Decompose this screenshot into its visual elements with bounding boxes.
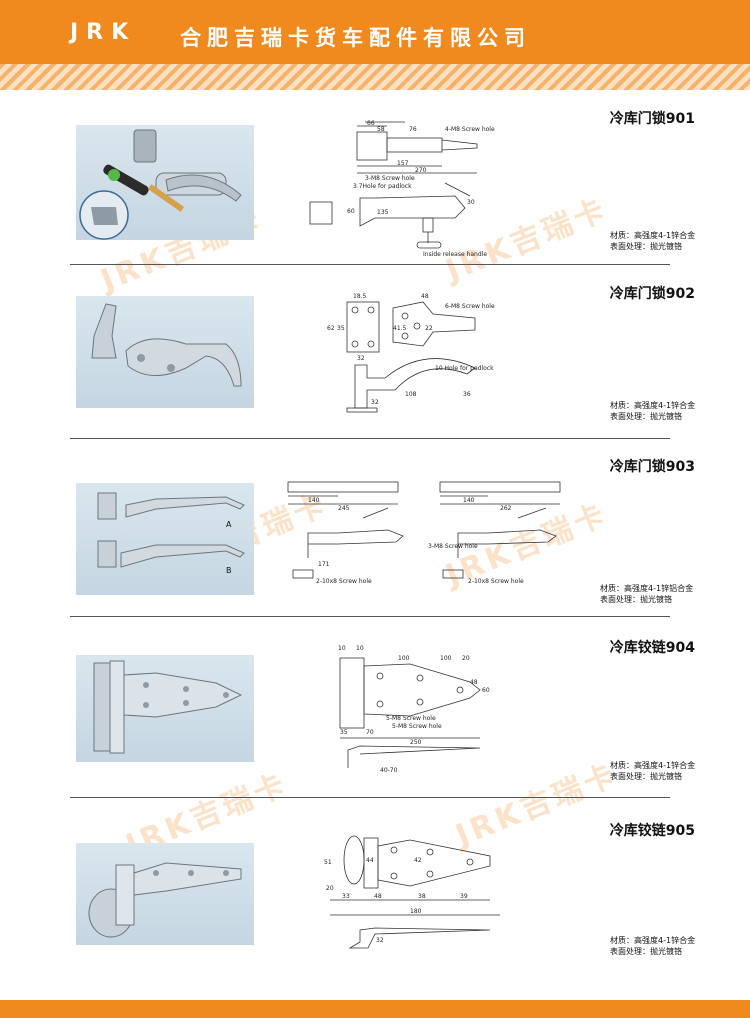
svg-text:30: 30 (467, 199, 475, 206)
svg-text:36: 36 (463, 391, 471, 398)
section-divider (70, 438, 670, 439)
finish-text: 表面处理：抛光镀铬 (610, 242, 682, 251)
svg-text:2-10x8 Screw hole: 2-10x8 Screw hole (316, 578, 372, 585)
svg-text:6-M8 Screw hole: 6-M8 Screw hole (445, 303, 495, 310)
technical-drawing: 51 44 42 20 33 48 38 39 180 32 (320, 830, 510, 960)
svg-text:250: 250 (410, 739, 422, 746)
svg-text:48: 48 (374, 893, 382, 900)
material-text: 材质：高强度4-1锌合金 (610, 936, 696, 945)
product-photo (76, 655, 254, 762)
svg-text:10 Hole for padlock: 10 Hole for padlock (435, 365, 494, 372)
svg-text:41.5: 41.5 (393, 325, 407, 332)
svg-text:18.5: 18.5 (353, 293, 367, 300)
svg-text:262: 262 (500, 505, 512, 512)
svg-text:157: 157 (397, 160, 409, 167)
svg-text:60: 60 (347, 208, 355, 215)
svg-text:20: 20 (326, 885, 334, 892)
svg-text:3.7Hole for padlock: 3.7Hole for padlock (353, 183, 412, 190)
svg-text:Inside release handle: Inside release handle (423, 251, 487, 258)
svg-text:10: 10 (356, 645, 364, 652)
svg-text:35: 35 (340, 729, 348, 736)
svg-text:38: 38 (418, 893, 426, 900)
variant-label-a: A (226, 520, 232, 529)
svg-text:171: 171 (318, 561, 330, 568)
product-photo (76, 843, 254, 945)
svg-text:108: 108 (405, 391, 417, 398)
page-footer (0, 1000, 750, 1018)
svg-text:140: 140 (463, 497, 475, 504)
product-photo (76, 125, 254, 240)
svg-text:245: 245 (338, 505, 350, 512)
section-divider (70, 797, 670, 798)
svg-text:3-M8 Screw hole: 3-M8 Screw hole (365, 175, 415, 182)
svg-text:5-M8 Screw hole: 5-M8 Screw hole (392, 723, 442, 730)
svg-text:270: 270 (415, 167, 427, 174)
section-divider (70, 616, 670, 617)
technical-drawing: 10 10 100 100 20 48 60 35 70 5-M8 Screw … (320, 638, 500, 778)
technical-drawing: 66 58 76 157 270 4-M8 Screw hole 3-M8 Sc… (305, 118, 505, 258)
svg-text:32: 32 (357, 355, 365, 362)
finish-text: 表面处理：抛光镀铬 (610, 772, 682, 781)
svg-text:62: 62 (327, 325, 335, 332)
svg-text:135: 135 (377, 209, 389, 216)
header-stripe (0, 64, 750, 90)
product-title: 冷库铰链904 (609, 640, 695, 656)
svg-text:20: 20 (462, 655, 470, 662)
brand-logo: JRK (70, 20, 137, 45)
svg-text:60: 60 (482, 687, 490, 694)
page-header: JRK 合肥吉瑞卡货车配件有限公司 (0, 0, 750, 64)
svg-text:39: 39 (460, 893, 468, 900)
svg-text:32: 32 (371, 399, 379, 406)
variant-label-b: B (226, 566, 232, 575)
product-photo (76, 296, 254, 408)
material-text: 材质：高强度4-1锌铝合金 (600, 584, 694, 593)
svg-text:76: 76 (409, 126, 417, 133)
svg-text:48: 48 (470, 679, 478, 686)
product-specs: 材质：高强度4-1锌合金 表面处理：抛光镀铬 (610, 760, 695, 782)
product-specs: 材质：高强度4-1锌铝合金 表面处理：抛光镀铬 (600, 583, 693, 605)
svg-text:33: 33 (342, 893, 350, 900)
svg-text:44: 44 (366, 857, 374, 864)
svg-text:10: 10 (338, 645, 346, 652)
product-specs: 材质：高强度4-1锌合金 表面处理：抛光镀铬 (610, 400, 695, 422)
svg-text:48: 48 (421, 293, 429, 300)
svg-text:32: 32 (376, 937, 384, 944)
product-title: 冷库门锁902 (609, 286, 695, 302)
section-divider (70, 264, 670, 265)
svg-text:51: 51 (324, 859, 332, 866)
company-name: 合肥吉瑞卡货车配件有限公司 (180, 26, 531, 50)
svg-text:70: 70 (366, 729, 374, 736)
material-text: 材质：高强度4-1锌合金 (610, 761, 696, 770)
svg-text:42: 42 (414, 857, 422, 864)
product-specs: 材质：高强度4-1锌合金 表面处理：抛光镀铬 (610, 935, 695, 957)
product-title: 冷库铰链905 (609, 823, 695, 839)
material-text: 材质：高强度4-1锌合金 (610, 231, 696, 240)
svg-text:3-M8 Screw hole: 3-M8 Screw hole (428, 543, 478, 550)
svg-text:40-70: 40-70 (380, 767, 398, 774)
svg-text:66: 66 (367, 120, 375, 127)
material-text: 材质：高强度4-1锌合金 (610, 401, 696, 410)
product-specs: 材质：高强度4-1锌合金 表面处理：抛光镀铬 (610, 230, 695, 252)
finish-text: 表面处理：抛光镀铬 (610, 947, 682, 956)
svg-text:2-10x8 Screw hole: 2-10x8 Screw hole (468, 578, 524, 585)
svg-text:180: 180 (410, 908, 422, 915)
product-photo: A B (76, 483, 254, 595)
svg-text:140: 140 (308, 497, 320, 504)
svg-text:100: 100 (440, 655, 452, 662)
svg-text:5-M8 Screw hole: 5-M8 Screw hole (386, 715, 436, 722)
technical-drawing: 140 245 140 262 2-10x8 Screw hole 3-M8 S… (278, 478, 578, 588)
svg-text:4-M8 Screw hole: 4-M8 Screw hole (445, 126, 495, 133)
product-title: 冷库门锁901 (609, 111, 695, 127)
svg-text:58: 58 (377, 126, 385, 133)
svg-text:35: 35 (337, 325, 345, 332)
finish-text: 表面处理：抛光镀铬 (610, 412, 682, 421)
product-title: 冷库门锁903 (609, 459, 695, 475)
finish-text: 表面处理：抛光镀铬 (600, 595, 672, 604)
svg-text:100: 100 (398, 655, 410, 662)
technical-drawing: 18.5 48 6-M8 Screw hole 62 35 41.5 22 32… (325, 290, 505, 420)
svg-text:22: 22 (425, 325, 433, 332)
